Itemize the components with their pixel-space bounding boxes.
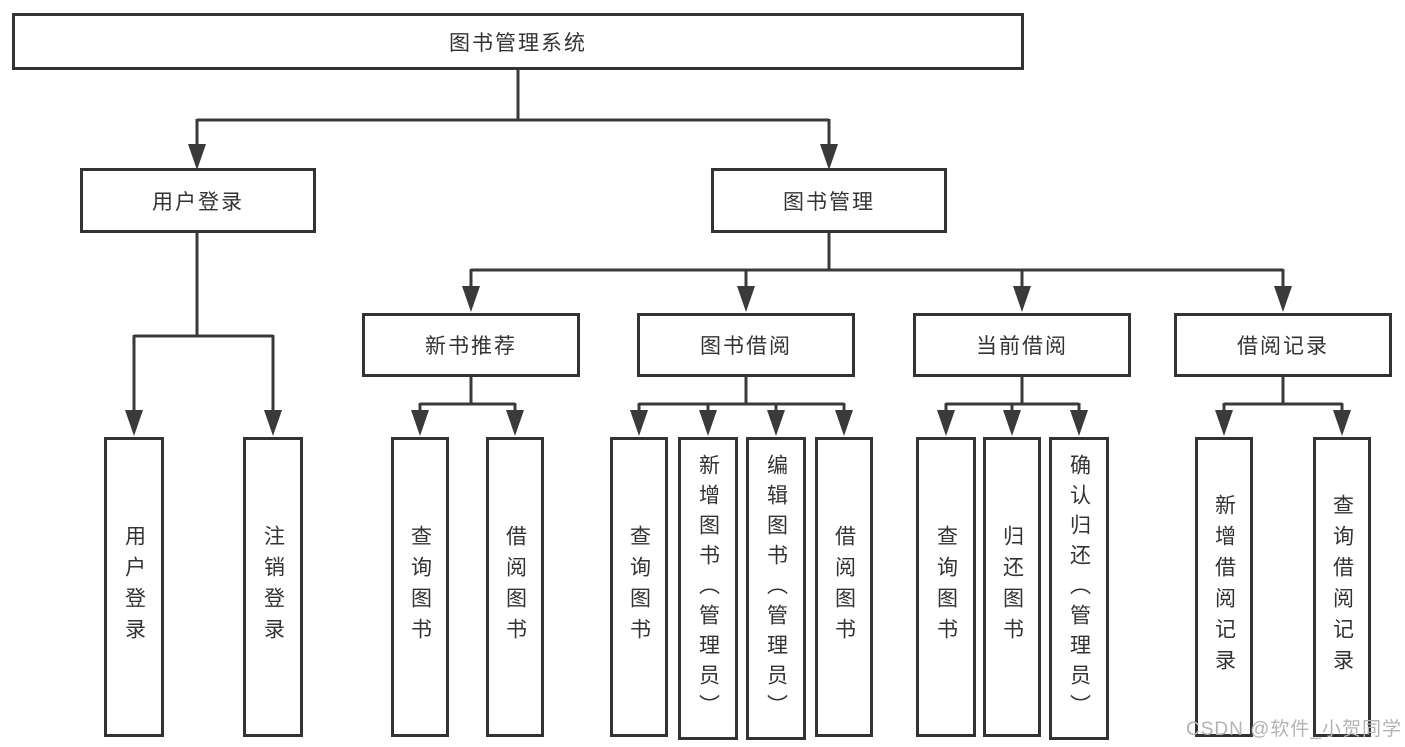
leaf-edit-books-admin-label: 编辑图书（管理员） <box>764 453 788 724</box>
leaf-return-books-label: 归还图书 <box>1000 525 1024 649</box>
leaf-return-books: 归还图书 <box>983 437 1041 737</box>
leaf-newrec-borrow-books: 借阅图书 <box>486 437 544 737</box>
leaf-current-query-books: 查询图书 <box>916 437 976 737</box>
leaf-add-books-admin-label: 新增图书（管理员） <box>696 453 720 724</box>
leaf-confirm-return-admin-label: 确认归还（管理员） <box>1067 453 1091 724</box>
leaf-newrec-query-books-label: 查询图书 <box>408 525 432 649</box>
leaf-user-login: 用户登录 <box>104 437 164 737</box>
leaf-query-borrow-record: 查询借阅记录 <box>1313 437 1371 737</box>
leaf-logout: 注销登录 <box>243 437 303 737</box>
node-current-borrowing: 当前借阅 <box>913 313 1131 377</box>
leaf-query-borrow-record-label: 查询借阅记录 <box>1330 494 1354 680</box>
leaf-add-borrow-record-label: 新增借阅记录 <box>1212 494 1236 680</box>
leaf-add-borrow-record: 新增借阅记录 <box>1195 437 1253 737</box>
leaf-borrow-borrow-books-label: 借阅图书 <box>832 525 856 649</box>
node-user-login-label: 用户登录 <box>152 190 244 214</box>
node-book-management-label: 图书管理 <box>783 190 875 214</box>
leaf-newrec-query-books: 查询图书 <box>391 437 449 737</box>
csdn-watermark: CSDN @软件_小贺同学 <box>1186 719 1402 740</box>
node-user-login: 用户登录 <box>80 168 316 233</box>
leaf-newrec-borrow-books-label: 借阅图书 <box>503 525 527 649</box>
leaf-borrow-query-books-label: 查询图书 <box>627 525 651 649</box>
node-new-book-recommendation: 新书推荐 <box>362 313 580 377</box>
node-book-management: 图书管理 <box>711 168 947 233</box>
node-book-borrowing-label: 图书借阅 <box>700 335 792 358</box>
leaf-logout-label: 注销登录 <box>261 525 285 649</box>
node-current-borrowing-label: 当前借阅 <box>976 335 1068 358</box>
node-borrowing-records: 借阅记录 <box>1174 313 1392 377</box>
leaf-user-login-label: 用户登录 <box>122 525 146 649</box>
leaf-borrow-borrow-books: 借阅图书 <box>815 437 873 737</box>
node-book-borrowing: 图书借阅 <box>637 313 855 377</box>
node-library-system-label: 图书管理系统 <box>449 31 587 55</box>
leaf-current-query-books-label: 查询图书 <box>934 525 958 649</box>
node-library-system: 图书管理系统 <box>12 13 1024 70</box>
leaf-confirm-return-admin: 确认归还（管理员） <box>1049 437 1109 740</box>
node-borrowing-records-label: 借阅记录 <box>1237 335 1329 358</box>
node-new-book-recommendation-label: 新书推荐 <box>425 335 517 358</box>
leaf-add-books-admin: 新增图书（管理员） <box>678 437 738 740</box>
leaf-borrow-query-books: 查询图书 <box>610 437 668 737</box>
leaf-edit-books-admin: 编辑图书（管理员） <box>746 437 806 740</box>
